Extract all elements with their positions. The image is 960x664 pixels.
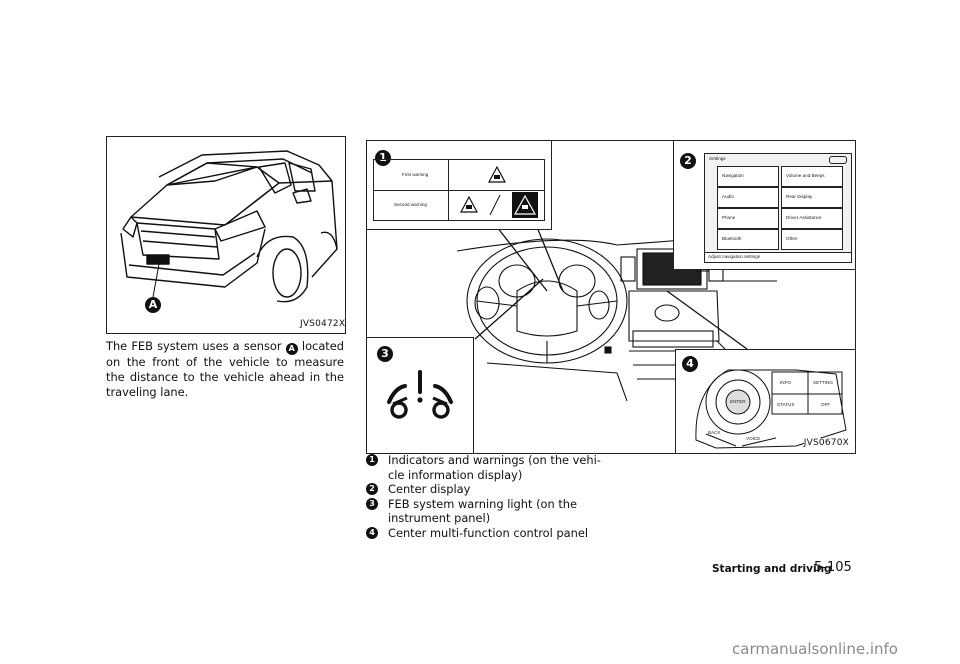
figure-code-left: JVS0472X (300, 319, 346, 329)
first-warning-icon (488, 166, 506, 183)
settings-item-bluetooth[interactable]: Bluetooth (717, 229, 779, 250)
settings-title: Settings (709, 156, 726, 161)
dial-label[interactable]: ENTER (730, 399, 746, 404)
feb-warning-icon (387, 370, 453, 419)
vehicle-illustration (120, 150, 338, 303)
second-warning-icon (460, 196, 478, 213)
voice-button[interactable]: VOICE (746, 436, 761, 441)
panel-1-warnings: 1 First warning Second warning (367, 141, 552, 230)
first-warning-label: First warning (402, 172, 429, 177)
panel-3-feb-warning-light: 3 (367, 337, 474, 453)
body-text-after: located on the front of the vehicle to m… (106, 339, 345, 399)
footer-section-title: Starting and driving (712, 563, 832, 575)
settings-item-phone[interactable]: Phone (717, 208, 779, 229)
legend-item-1: 1 Indicators and warnings (on the vehi- … (364, 453, 614, 482)
second-warning-filled-icon (512, 192, 538, 218)
settings-item-rear-display[interactable]: Rear Display (781, 187, 843, 208)
inline-callout-a: A (285, 343, 298, 355)
callout-4-badge: 4 (682, 356, 698, 372)
second-warning-label: Second warning (394, 202, 427, 207)
settings-item-volume[interactable]: Volume and Beeps (781, 166, 843, 187)
figure-code-right: JVS0670X (803, 438, 849, 448)
panel-2-settings-screen: 2 Settings Navigation Volume and Beeps A… (673, 141, 855, 270)
info-button[interactable]: INFO (780, 380, 791, 385)
control-panel-outline (695, 369, 847, 449)
settings-item-navigation[interactable]: Navigation (717, 166, 779, 187)
legend-item-4: 4 Center multi-function control panel (364, 526, 614, 541)
callout-3-badge: 3 (377, 346, 393, 362)
status-button[interactable]: STATUS (777, 402, 795, 407)
back-button[interactable]: BACK (708, 430, 721, 435)
setting-button[interactable]: SETTING (813, 380, 833, 385)
settings-item-driver-assistance[interactable]: Driver Assistance (781, 208, 843, 229)
settings-item-other[interactable]: Other (781, 229, 843, 250)
back-icon (829, 156, 847, 164)
off-button[interactable]: OFF (821, 402, 831, 407)
body-text-before: The FEB system uses a sensor (106, 339, 282, 353)
callout-2-badge: 2 (680, 153, 696, 169)
legend-item-3: 3 FEB system warning light (on the instr… (364, 497, 614, 526)
panel-4-control-panel: 4 INFO SETTING STATUS OFF ENTER BACK VOI… (675, 349, 855, 453)
settings-footer-hint: Adjust navigation settings (708, 254, 761, 259)
page-number: 5-105 (814, 560, 852, 575)
vehicle-figure: A (106, 136, 346, 334)
callout-1-badge: 1 (375, 150, 391, 166)
dashboard-figure: 1 First warning Second warning (366, 140, 856, 454)
divider-slash-icon (489, 194, 501, 216)
figure-legend: 1 Indicators and warnings (on the vehi- … (364, 453, 614, 540)
settings-item-audio[interactable]: Audio (717, 187, 779, 208)
legend-item-2: 2 Center display (364, 482, 614, 497)
callout-a-badge: A (145, 297, 161, 313)
body-paragraph: The FEB system uses a sensor A located o… (106, 339, 344, 400)
watermark: carmanualsonline.info (732, 640, 898, 658)
